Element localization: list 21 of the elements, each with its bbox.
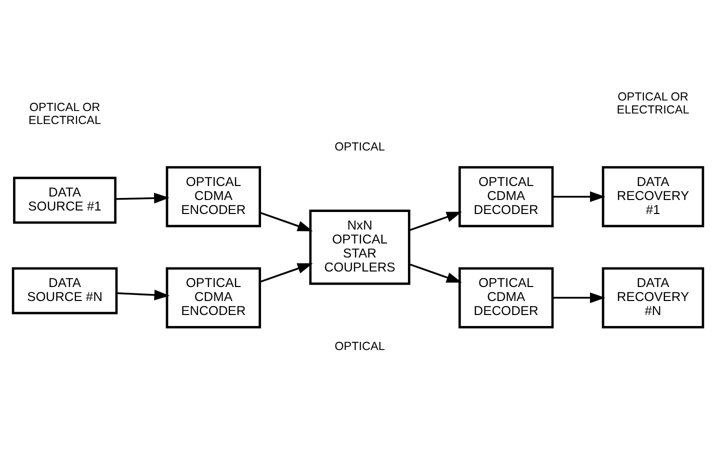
arrow <box>408 212 462 232</box>
arrow <box>552 292 606 304</box>
node-box: OPTICAL CDMA ENCODER <box>166 166 262 228</box>
node-box: NxN OPTICAL STAR COUPLERS <box>309 210 410 285</box>
label: OPTICAL <box>334 140 385 154</box>
node-box: DATA SOURCE #N <box>12 267 118 314</box>
node-box: OPTICAL CDMA ENCODER <box>166 267 262 328</box>
arrow <box>260 263 313 283</box>
node-box: OPTICAL CDMA DECODER <box>458 166 554 228</box>
node-box: DATA SOURCE #1 <box>13 176 116 224</box>
arrow <box>408 263 462 283</box>
node-box: DATA RECOVERY #N <box>602 267 704 328</box>
arrow <box>115 192 170 204</box>
arrow <box>116 290 170 300</box>
label: OPTICAL OR ELECTRICAL <box>616 90 690 116</box>
arrow <box>552 191 606 202</box>
node-box: OPTICAL CDMA DECODER <box>458 267 554 328</box>
label: OPTICAL OR ELECTRICAL <box>28 100 102 127</box>
label: OPTICAL <box>334 340 385 354</box>
arrow <box>260 212 313 232</box>
node-box: DATA RECOVERY #1 <box>602 166 704 228</box>
